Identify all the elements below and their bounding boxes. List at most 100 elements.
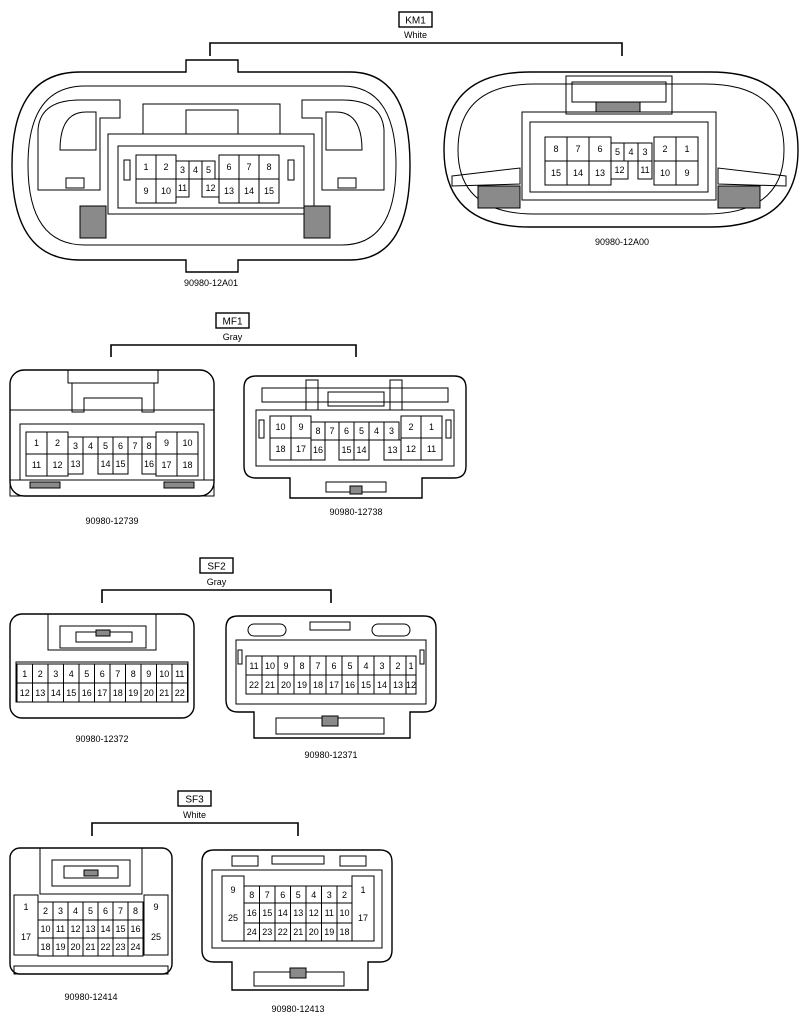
cavity-grid: 10 9 8 7 6 5 4 3 2 1 18 17 16 15 14 13 1… (269, 415, 443, 461)
pin-label: 7 (315, 661, 320, 671)
pin-label: 15 (115, 924, 125, 934)
pin-label: 22 (249, 680, 259, 690)
pin-label: 22 (175, 688, 185, 698)
cavity (610, 160, 629, 180)
pin-label: 5 (296, 890, 301, 900)
pin-label: 2 (55, 438, 60, 448)
pin-label: 14 (51, 688, 61, 698)
pin-label: 19 (55, 942, 65, 952)
right-rail (717, 167, 787, 187)
connector-90980-12a01: 1 2 3 4 5 6 7 8 9 10 11 12 13 14 15 9098… (11, 59, 411, 288)
cavity (258, 178, 280, 204)
pin-label: 4 (628, 147, 633, 157)
pin-label: 20 (70, 942, 80, 952)
terminal-frame (521, 111, 717, 201)
pin-label: 1 (360, 885, 365, 895)
cavity (143, 894, 169, 956)
part-number: 90980-12371 (304, 750, 357, 760)
pin-label: 6 (226, 162, 231, 172)
pin-label: 17 (296, 444, 306, 454)
pin-label: 8 (315, 426, 320, 436)
left-lug (29, 481, 61, 489)
pin-label: 6 (103, 906, 108, 916)
latch-knob (321, 715, 339, 727)
left-key-slot (258, 419, 265, 439)
cavity (336, 922, 353, 942)
pin-label: 14 (573, 168, 583, 178)
group-km1: KM1 White (11, 11, 799, 288)
cavity-grid: 1 2 3 4 5 6 7 8 9 10 11 12 13 14 15 (135, 154, 280, 204)
left-guide (231, 855, 259, 867)
pin-label: 25 (151, 932, 161, 942)
housing-base (13, 965, 169, 975)
pin-label: 9 (283, 661, 288, 671)
pin-label: 18 (313, 680, 323, 690)
pin-label: 8 (266, 162, 271, 172)
pin-label: 7 (132, 441, 137, 451)
connector-housing (443, 71, 799, 228)
pin-label: 3 (58, 906, 63, 916)
pin-label: 3 (73, 441, 78, 451)
pin-label: 11 (56, 924, 65, 934)
cavity (637, 160, 653, 180)
pin-label: 8 (553, 144, 558, 154)
latch-knob (349, 485, 363, 495)
cavity (353, 439, 370, 461)
connector-90980-12413: 9 8 7 6 5 4 3 2 1 25 16 15 14 13 12 11 1… (201, 849, 393, 1014)
connector-housing (225, 615, 437, 739)
pin-label: 23 (262, 927, 272, 937)
pin-label: 9 (684, 168, 689, 178)
pin-label: 6 (344, 426, 349, 436)
pin-label: 15 (551, 168, 561, 178)
part-number: 90980-12A01 (184, 278, 238, 288)
cavity (67, 453, 84, 475)
lock-window (59, 625, 147, 649)
lock-frame (39, 848, 143, 895)
pin-label: 13 (393, 680, 403, 690)
pin-label: 12 (614, 165, 624, 175)
group-mf1: MF1 Gray (9, 312, 467, 526)
pin-label: 6 (118, 441, 123, 451)
pin-label: 10 (660, 168, 670, 178)
cavity (171, 682, 188, 703)
pin-label: 12 (52, 460, 62, 470)
pin-label: 2 (38, 669, 43, 679)
group-bracket (101, 589, 332, 603)
pin-label: 13 (70, 459, 80, 469)
connector-90980-12372: 1 2 3 4 5 6 7 8 9 10 11 12 13 14 15 16 1… (9, 613, 195, 744)
pin-label: 8 (249, 890, 254, 900)
pin-label: 6 (331, 661, 336, 671)
pin-label: 12 (406, 680, 416, 690)
pin-label: 11 (32, 460, 41, 470)
group-sf2: SF2 Gray (9, 557, 437, 760)
cavity-grid: 1 2 3 4 5 6 7 8 9 10 11 12 13 14 15 16 1… (25, 431, 199, 477)
left-guide (247, 623, 287, 637)
pin-label: 2 (662, 144, 667, 154)
pin-label: 13 (595, 168, 605, 178)
pin-label: 17 (21, 932, 31, 942)
pin-label: 3 (53, 669, 58, 679)
pin-label: 7 (575, 144, 580, 154)
connector-housing (9, 369, 215, 497)
pin-label: 21 (159, 688, 169, 698)
pin-label: 9 (153, 902, 158, 912)
pin-label: 10 (159, 669, 169, 679)
group-label: SF3 (185, 795, 204, 806)
left-lug (79, 205, 107, 239)
connector-90980-12738: 10 9 8 7 6 5 4 3 2 1 18 17 16 15 14 13 1… (243, 375, 467, 517)
pin-label: 20 (144, 688, 154, 698)
terminal-frame (255, 409, 455, 467)
pin-label: 1 (34, 438, 39, 448)
left-key-slot (237, 649, 243, 665)
housing-inner-wall (457, 83, 785, 215)
lock-frame (47, 614, 157, 651)
pin-label: 20 (281, 680, 291, 690)
pin-label: 10 (275, 422, 285, 432)
pin-label: 13 (85, 924, 95, 934)
terminal-frame (107, 133, 315, 215)
pin-label: 1 (22, 669, 27, 679)
connector-90980-12a00: 8 7 6 5 4 3 2 1 15 14 13 12 11 10 9 9098… (443, 71, 799, 247)
pin-label: 18 (275, 444, 285, 454)
connector-housing (201, 849, 393, 991)
pin-label: 12 (205, 183, 215, 193)
